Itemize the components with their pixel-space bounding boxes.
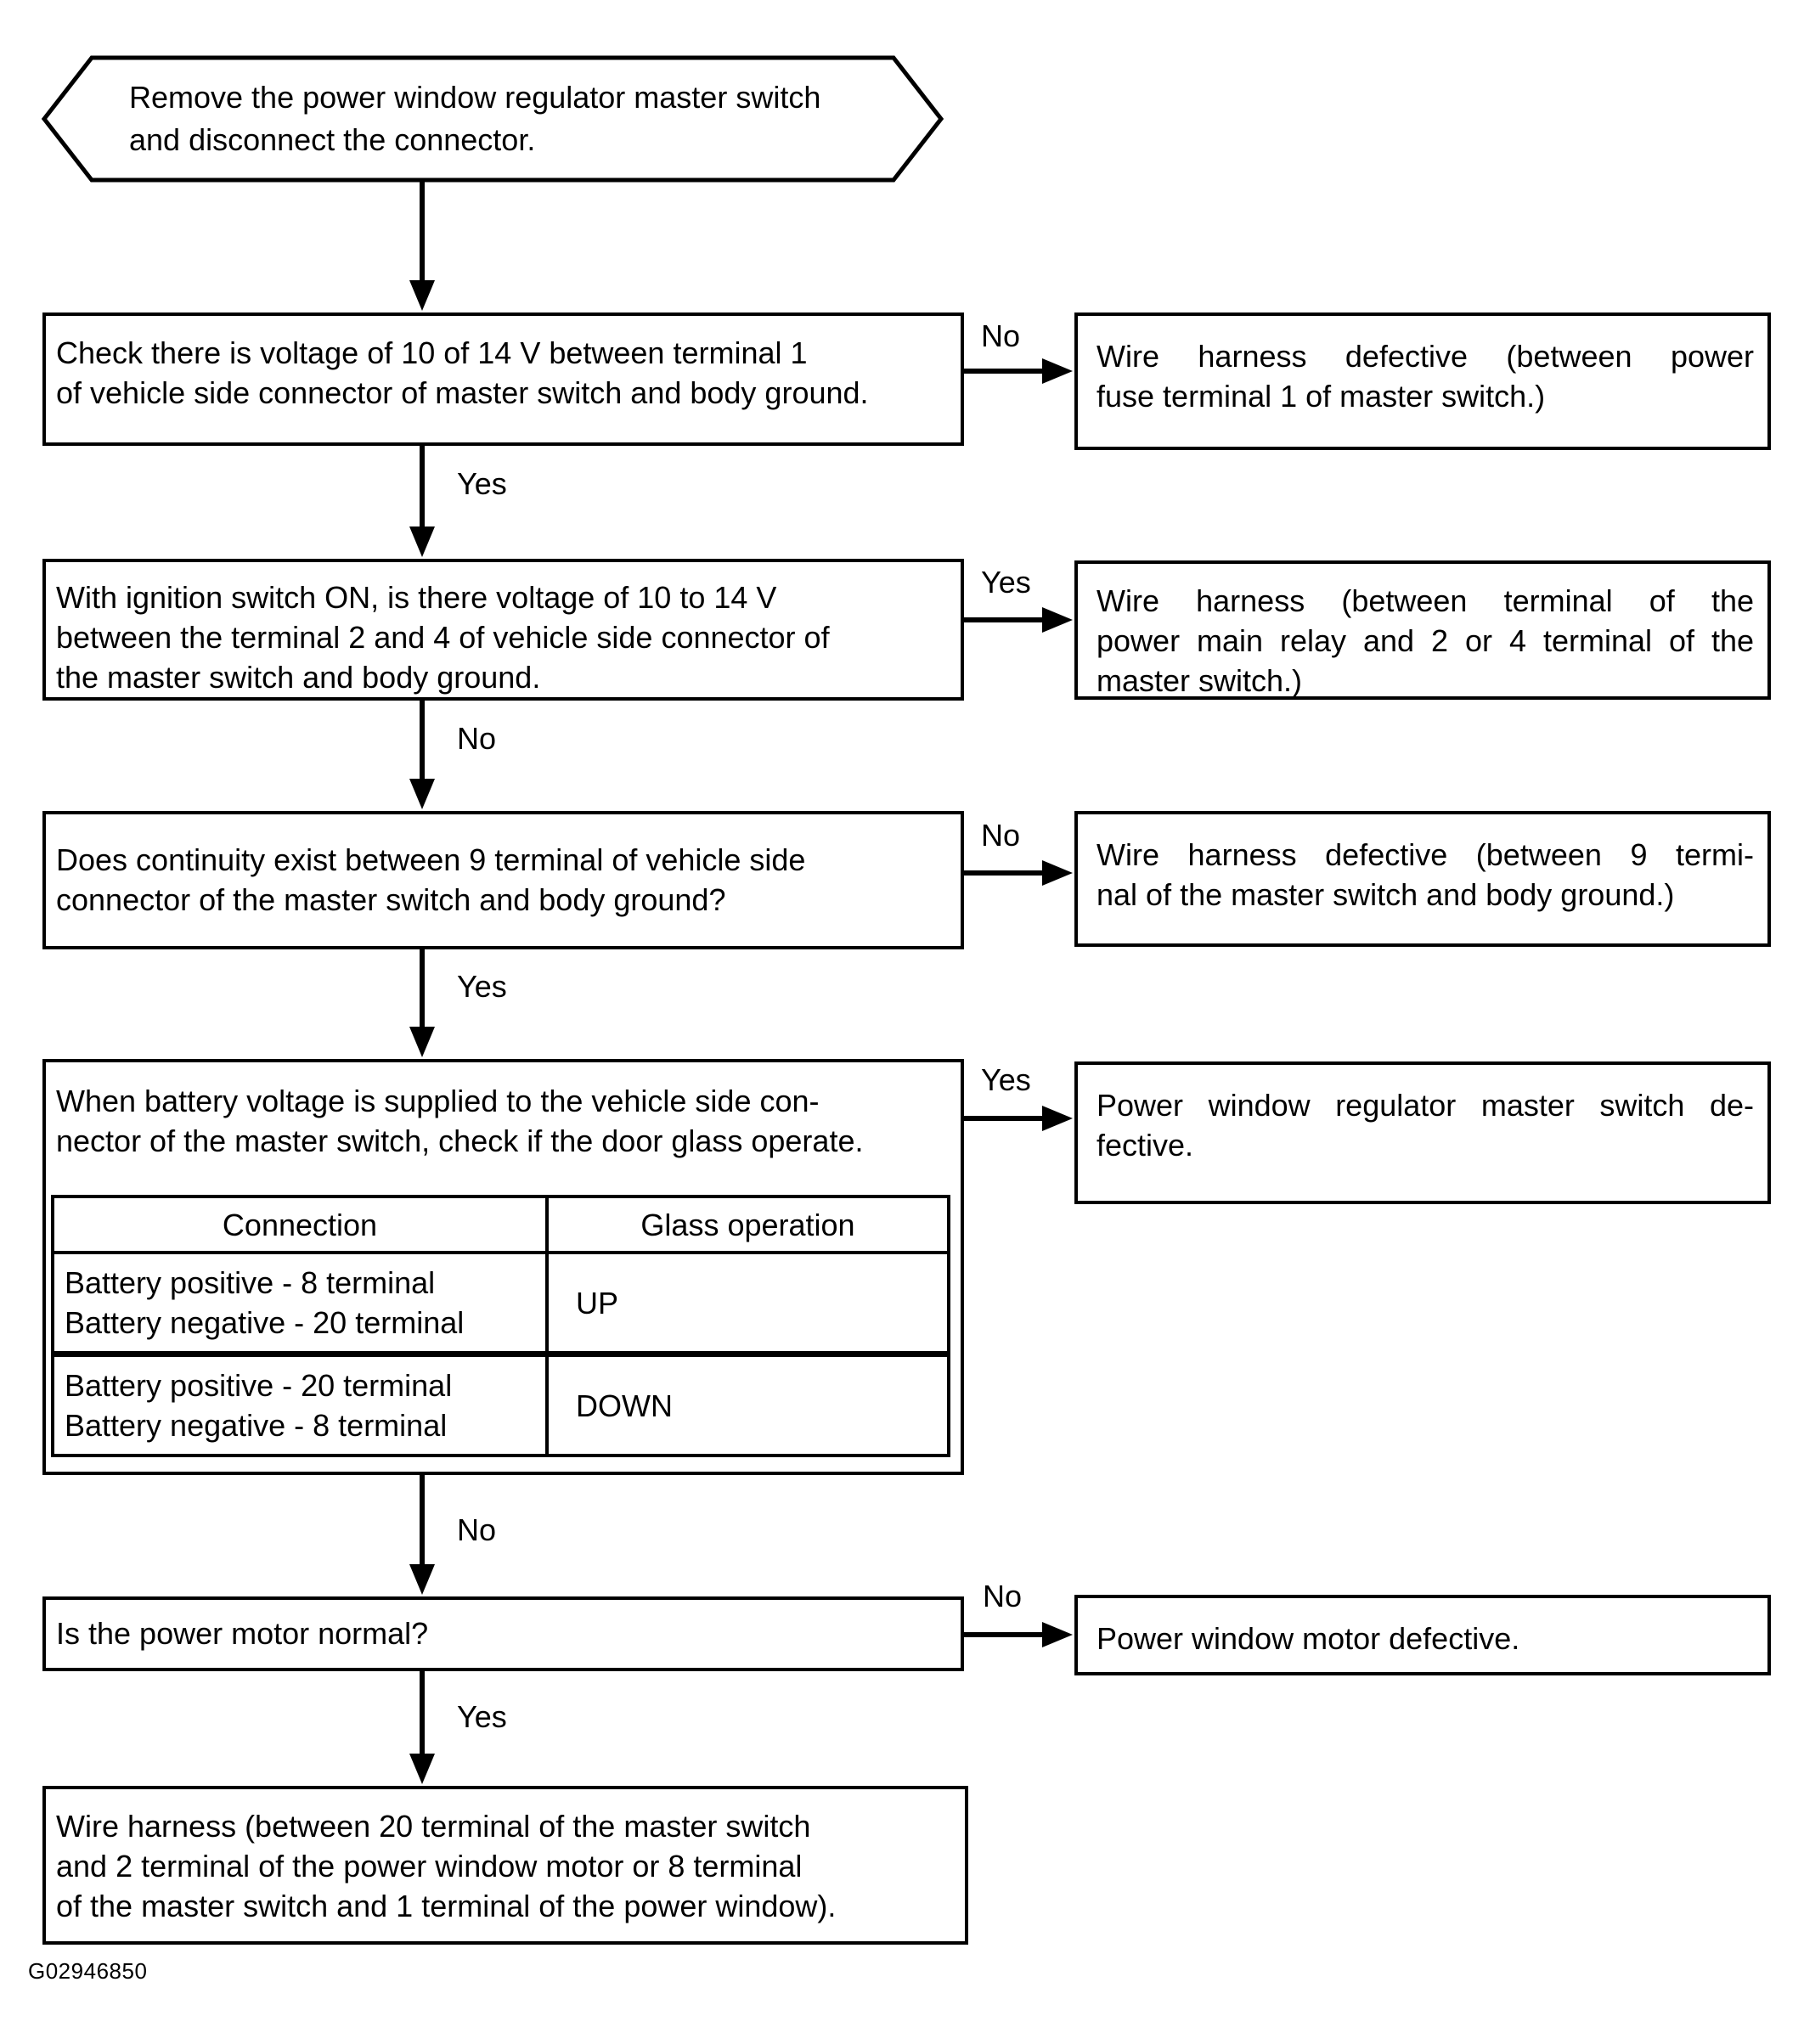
edge-label-q2-yes: Yes — [981, 565, 1031, 600]
edge-label-q3-no: No — [981, 818, 1021, 853]
edge-label-q5-yes: Yes — [457, 1699, 507, 1734]
result-harness-power-fuse: Wire harness defective (between power fu… — [1074, 313, 1771, 450]
table-cell-connection-down: Battery positive - 20 terminal Battery n… — [51, 1351, 549, 1457]
result-line: Power window regulator master switch de- — [1096, 1088, 1754, 1123]
edge-label-q1-yes: Yes — [457, 466, 507, 501]
table-header-connection: Connection — [51, 1195, 549, 1254]
table-cell-connection-up: Battery positive - 8 terminal Battery ne… — [51, 1251, 549, 1356]
edge-label-q3-yes: Yes — [457, 969, 507, 1004]
step-power-motor-normal: Is the power motor normal? — [42, 1596, 964, 1671]
step-check-voltage-terminal1-text: Check there is voltage of 10 of 14 V bet… — [56, 335, 869, 410]
step-power-motor-normal-text: Is the power motor normal? — [56, 1616, 429, 1651]
edge-label-q1-no: No — [981, 318, 1021, 353]
arrowhead-q5-r5 — [1042, 1622, 1073, 1647]
edge-label-q4-no: No — [457, 1512, 497, 1547]
start-hexagon-shape — [41, 55, 944, 183]
start-node-label: Remove the power window regulator master… — [129, 80, 821, 157]
step-continuity-terminal9: Does continuity exist between 9 terminal… — [42, 811, 964, 949]
result-window-motor-defective-text: Power window motor defective. — [1078, 1598, 1767, 1658]
step-ignition-voltage-terminal2-4: With ignition switch ON, is there voltag… — [42, 559, 964, 701]
result-harness-terminal9: Wire harness defective (between 9 termi-… — [1074, 811, 1771, 947]
end-wire-harness-text: Wire harness (between 20 terminal of the… — [56, 1809, 837, 1923]
arrowhead-start-q1 — [409, 280, 435, 311]
arrowhead-q3-r3 — [1042, 860, 1073, 886]
result-line: power main relay and 2 or 4 terminal of … — [1096, 623, 1754, 658]
step-battery-voltage-door-glass-text: When battery voltage is supplied to the … — [56, 1084, 864, 1158]
arrowhead-q1-r1 — [1042, 358, 1073, 384]
result-line: master switch.) — [1096, 663, 1303, 698]
glass-operation-table-header-row: Connection Glass operation — [51, 1195, 950, 1254]
result-master-switch-defective-text: Power window regulator master switch de-… — [1078, 1065, 1767, 1165]
edge-label-q2-no: No — [457, 721, 497, 756]
result-harness-main-relay: Wire harness (between terminal of the po… — [1074, 560, 1771, 700]
table-cell-operation-up: UP — [545, 1251, 950, 1356]
arrowhead-q1-q2 — [409, 526, 435, 557]
result-line: Wire harness defective (between 9 termi- — [1096, 837, 1754, 872]
table-cell-operation-down: DOWN — [545, 1351, 950, 1457]
result-line: nal of the master switch and body ground… — [1096, 877, 1675, 912]
table-row-up: Battery positive - 8 terminal Battery ne… — [51, 1251, 950, 1356]
step-ignition-voltage-terminal2-4-text: With ignition switch ON, is there voltag… — [56, 580, 830, 695]
result-harness-main-relay-text: Wire harness (between terminal of the po… — [1078, 564, 1767, 701]
arrowhead-q3-q4 — [409, 1027, 435, 1057]
step-continuity-terminal9-text: Does continuity exist between 9 terminal… — [56, 842, 806, 917]
arrowhead-q5-end — [409, 1754, 435, 1784]
arrowhead-q2-r2 — [1042, 607, 1073, 633]
result-harness-power-fuse-text: Wire harness defective (between power fu… — [1078, 316, 1767, 416]
result-line: Wire harness (between terminal of the — [1096, 583, 1754, 618]
step-battery-voltage-door-glass: When battery voltage is supplied to the … — [42, 1059, 964, 1475]
arrowhead-q4-r4 — [1042, 1106, 1073, 1131]
result-line: Wire harness defective (between power — [1096, 339, 1754, 374]
step-check-voltage-terminal1: Check there is voltage of 10 of 14 V bet… — [42, 313, 964, 446]
result-harness-terminal9-text: Wire harness defective (between 9 termi-… — [1078, 814, 1767, 915]
glass-operation-table: Connection Glass operation Battery posit… — [51, 1195, 950, 1457]
result-line: fuse terminal 1 of master switch.) — [1096, 379, 1546, 414]
figure-code: G02946850 — [28, 1958, 148, 1984]
result-line: Power window motor defective. — [1096, 1621, 1520, 1656]
end-wire-harness-node: Wire harness (between 20 terminal of the… — [42, 1786, 968, 1945]
edge-label-q5-no: No — [983, 1579, 1023, 1613]
arrowhead-q4-q5 — [409, 1564, 435, 1595]
table-row-down: Battery positive - 20 terminal Battery n… — [51, 1351, 950, 1457]
edge-label-q4-yes: Yes — [981, 1062, 1031, 1097]
arrowhead-q2-q3 — [409, 779, 435, 809]
table-header-glass-operation: Glass operation — [545, 1195, 950, 1254]
result-master-switch-defective: Power window regulator master switch de-… — [1074, 1061, 1771, 1204]
result-line: fective. — [1096, 1128, 1194, 1163]
result-window-motor-defective: Power window motor defective. — [1074, 1595, 1771, 1675]
